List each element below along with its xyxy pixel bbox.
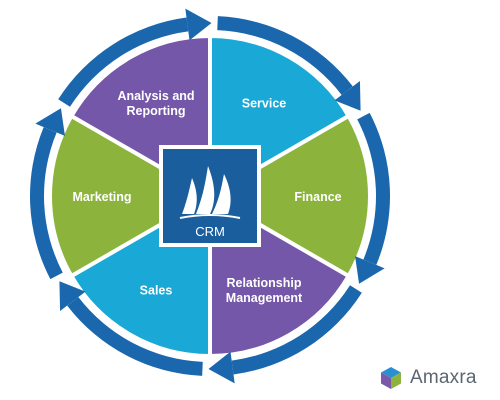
center-label: CRM (195, 224, 225, 239)
cycle-arrow (30, 108, 65, 280)
segment-label: Finance (294, 190, 341, 204)
cycle-arrow (59, 281, 203, 376)
cycle-arrow (208, 285, 362, 384)
sails-logo-icon (179, 166, 241, 219)
crm-center-box: CRM (159, 145, 261, 247)
cycle-arrow (58, 8, 212, 107)
segment-label: Reporting (126, 104, 185, 118)
amaxra-cube-icon (381, 367, 401, 389)
segment-label: Service (242, 96, 287, 110)
cycle-arrow (217, 16, 361, 111)
segment-label: Analysis and (117, 89, 194, 103)
segment-label: Sales (140, 284, 173, 298)
cycle-arrow (355, 112, 391, 284)
segment-label: Relationship (226, 276, 301, 290)
brand-logo: Amaxra (378, 362, 498, 394)
segment-marketing (48, 114, 212, 278)
brand-name: Amaxra (410, 367, 477, 388)
segment-finance (208, 114, 372, 278)
segment-label: Management (226, 291, 303, 305)
segment-label: Marketing (72, 190, 131, 204)
